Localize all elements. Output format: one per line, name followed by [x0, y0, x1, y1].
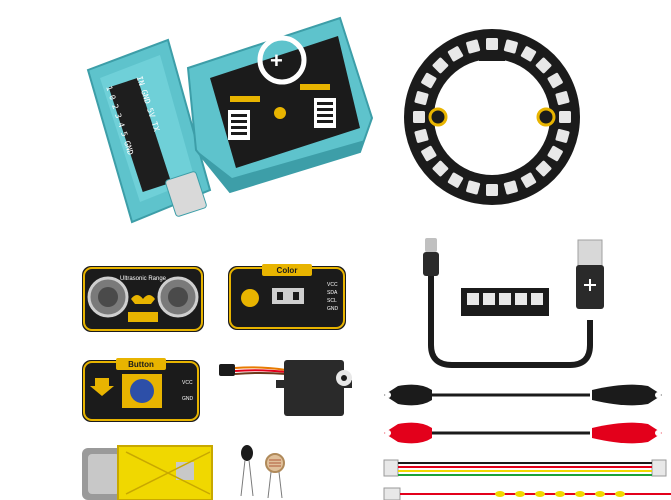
- led-strip: [461, 288, 549, 316]
- palette-icon: [241, 289, 259, 307]
- ring-led-pixel: [466, 39, 481, 54]
- button-pin-vcc: VCC: [182, 380, 193, 386]
- ring-led-pixel: [414, 91, 429, 106]
- button-pin-gnd: GND: [182, 396, 194, 402]
- jumper-wire: [383, 459, 667, 477]
- ring-led-pixel: [447, 46, 464, 62]
- ring-led-pixel: [447, 172, 464, 188]
- gear-motor: [82, 445, 213, 500]
- ring-led-pixel: [520, 172, 537, 188]
- button-module: Button VCC GND: [82, 358, 200, 422]
- press-arrow-icon: [90, 378, 114, 396]
- black-alligator-cable: [384, 384, 662, 406]
- ring-led-pixel: [520, 46, 537, 62]
- color-pin-scl: SCL: [327, 298, 337, 304]
- ring-led-pixel: [555, 91, 570, 106]
- ultrasonic-module: Ultrasonic Range: [82, 266, 204, 332]
- ring-led-pixel: [503, 180, 518, 195]
- photoresistor: [265, 453, 285, 499]
- color-pin-gnd: GND: [327, 306, 339, 312]
- ultrasonic-label: Ultrasonic Range: [120, 276, 167, 282]
- ring-led-group: [413, 38, 571, 196]
- color-module: Color VCC SDA SCL GND: [228, 264, 346, 330]
- ring-led-pixel: [432, 160, 449, 177]
- ring-led-pixel: [503, 39, 518, 54]
- ring-led-pixel: [535, 160, 552, 177]
- svg-text:+: +: [270, 48, 283, 73]
- ring-led-pixel: [547, 72, 563, 89]
- bat-icon: [131, 295, 155, 304]
- ring-led-pixel: [486, 184, 498, 196]
- ring-led-pixel: [414, 128, 429, 143]
- teal-case-side: IN GND 5V TX 1 0 2 3 4 5 GND: [86, 38, 212, 224]
- ring-led-pixel: [555, 128, 570, 143]
- color-pin-vcc: VCC: [327, 282, 338, 288]
- led-ring: [404, 29, 580, 205]
- teal-case-front: +: [186, 16, 374, 194]
- ring-led-pixel: [559, 111, 571, 123]
- red-alligator-cable: [384, 422, 662, 444]
- ring-led-pixel: [432, 57, 449, 74]
- ring-led-pixel: [466, 180, 481, 195]
- ring-led-pixel: [486, 38, 498, 50]
- ring-led-pixel: [547, 145, 563, 162]
- color-pin-sda: SDA: [327, 290, 338, 296]
- usb-cable: [423, 238, 604, 368]
- temperature-sensor: [240, 445, 254, 497]
- ring-led-pixel: [413, 111, 425, 123]
- ring-led-pixel: [421, 145, 437, 162]
- ring-led-pixel: [535, 57, 552, 74]
- ring-led-pixel: [421, 72, 437, 89]
- button-label: Button: [128, 360, 154, 369]
- servo-motor: [219, 360, 352, 416]
- led-string-cable: [383, 487, 671, 500]
- color-label: Color: [277, 266, 298, 275]
